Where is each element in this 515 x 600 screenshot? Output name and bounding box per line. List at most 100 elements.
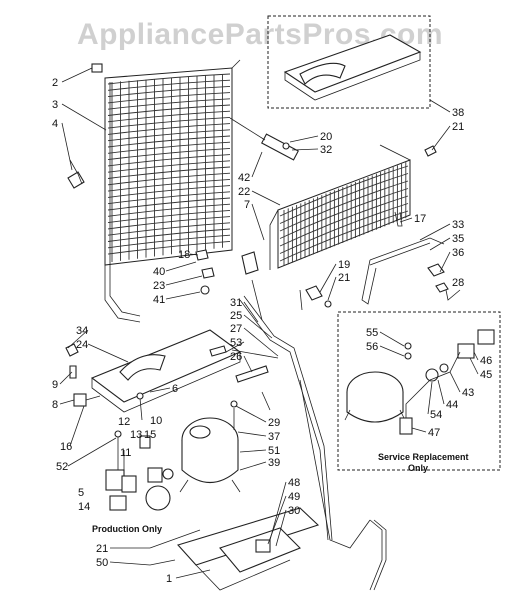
leader-lines bbox=[59, 67, 479, 579]
drain-pan-inset bbox=[267, 15, 431, 109]
callout-2: 2 bbox=[52, 77, 58, 89]
coil-tube bbox=[107, 110, 231, 123]
coil-tube bbox=[107, 154, 231, 167]
callout-30: 30 bbox=[288, 505, 300, 517]
callout-12: 12 bbox=[118, 416, 130, 428]
callout-13: 13 bbox=[130, 429, 142, 441]
callout-37: 37 bbox=[268, 431, 280, 443]
callout-20: 20 bbox=[320, 131, 332, 143]
callout-19: 19 bbox=[338, 259, 350, 271]
callout-16: 16 bbox=[60, 441, 72, 453]
callout-48: 48 bbox=[288, 477, 300, 489]
production-only-caption: Production Only bbox=[92, 524, 162, 534]
condenser-coil bbox=[269, 144, 411, 270]
callout-52: 52 bbox=[56, 461, 68, 473]
callout-25: 25 bbox=[230, 310, 242, 322]
coil-tube bbox=[107, 79, 231, 91]
middle-tubing bbox=[195, 249, 333, 541]
callout-41: 41 bbox=[153, 294, 165, 306]
coil-tube bbox=[107, 234, 231, 249]
callout-9: 9 bbox=[52, 379, 58, 391]
condenser-tube bbox=[279, 180, 409, 232]
coil-tube bbox=[107, 123, 231, 135]
drain-tube-assembly bbox=[361, 211, 449, 305]
callout-8: 8 bbox=[52, 399, 58, 411]
service-replacement-caption-1: Service Replacement bbox=[378, 452, 469, 462]
callout-33: 33 bbox=[452, 219, 464, 231]
coil-tube bbox=[107, 73, 231, 85]
coil-tube bbox=[107, 209, 231, 224]
callout-29: 29 bbox=[268, 417, 280, 429]
callout-labels: 2 3 4 38 21 20 32 42 22 7 17 33 35 36 28… bbox=[52, 77, 492, 585]
coil-tube bbox=[107, 172, 231, 186]
callout-56: 56 bbox=[366, 341, 378, 353]
coil-tube bbox=[107, 116, 231, 129]
callout-47: 47 bbox=[428, 427, 440, 439]
callout-45: 45 bbox=[480, 369, 492, 381]
callout-39: 39 bbox=[268, 457, 280, 469]
coil-tube bbox=[107, 141, 231, 154]
callout-6: 6 bbox=[172, 383, 178, 395]
coil-tube bbox=[107, 85, 231, 98]
coil-tube bbox=[107, 240, 231, 255]
callout-24: 24 bbox=[76, 339, 88, 351]
coil-tube bbox=[107, 216, 231, 230]
callout-54: 54 bbox=[430, 409, 442, 421]
service-replacement-caption-2: Only bbox=[408, 463, 428, 473]
callout-11: 11 bbox=[120, 447, 131, 459]
coil-tube bbox=[107, 147, 231, 161]
callout-35: 35 bbox=[452, 233, 464, 245]
callout-22: 22 bbox=[238, 186, 250, 198]
callout-51: 51 bbox=[268, 445, 280, 457]
callout-42: 42 bbox=[238, 172, 250, 184]
coil-tube bbox=[107, 197, 231, 211]
condenser-tube bbox=[279, 195, 409, 247]
condenser-tube bbox=[279, 173, 409, 224]
evaporator-coil bbox=[104, 59, 241, 323]
callout-53: 53 bbox=[230, 337, 242, 349]
callout-38: 38 bbox=[452, 107, 464, 119]
condenser-tube bbox=[279, 210, 409, 262]
coil-tube bbox=[107, 185, 231, 198]
callout-17: 17 bbox=[414, 213, 426, 225]
coil-tube bbox=[107, 98, 231, 110]
coil-tube bbox=[107, 92, 231, 104]
defrost-heater-parts bbox=[229, 117, 437, 161]
callout-5: 5 bbox=[78, 487, 84, 499]
callout-40: 40 bbox=[153, 266, 165, 278]
coil-tube bbox=[107, 129, 231, 142]
callout-15: 15 bbox=[144, 429, 156, 441]
production-only-parts bbox=[105, 435, 174, 511]
coil-tube bbox=[107, 178, 231, 192]
callout-1: 1 bbox=[166, 573, 172, 585]
callout-26: 26 bbox=[230, 351, 242, 363]
callout-46: 46 bbox=[480, 355, 492, 367]
compressor bbox=[179, 417, 241, 493]
callout-7: 7 bbox=[244, 199, 250, 211]
callout-23: 23 bbox=[153, 280, 165, 292]
left-small-parts bbox=[65, 63, 144, 455]
condenser-tube bbox=[279, 188, 409, 239]
coil-tube bbox=[107, 203, 231, 217]
callout-21c: 21 bbox=[96, 543, 108, 555]
callout-4: 4 bbox=[52, 118, 58, 130]
service-replacement-inset bbox=[337, 311, 501, 471]
callout-18: 18 bbox=[178, 249, 190, 261]
coil-tube bbox=[107, 160, 231, 173]
condenser-tube bbox=[279, 165, 409, 217]
callout-10: 10 bbox=[150, 415, 162, 427]
callout-55: 55 bbox=[366, 327, 378, 339]
callout-36: 36 bbox=[452, 247, 464, 259]
callout-21b: 21 bbox=[338, 272, 350, 284]
coil-tube bbox=[107, 135, 231, 148]
callout-21a: 21 bbox=[452, 121, 464, 133]
callout-49: 49 bbox=[288, 491, 300, 503]
callout-50: 50 bbox=[96, 557, 108, 569]
callout-32: 32 bbox=[320, 144, 332, 156]
callout-34: 34 bbox=[76, 325, 88, 337]
callout-14: 14 bbox=[78, 501, 90, 513]
drip-tray bbox=[90, 329, 242, 413]
callout-31: 31 bbox=[230, 297, 242, 309]
coil-tube bbox=[107, 228, 231, 242]
